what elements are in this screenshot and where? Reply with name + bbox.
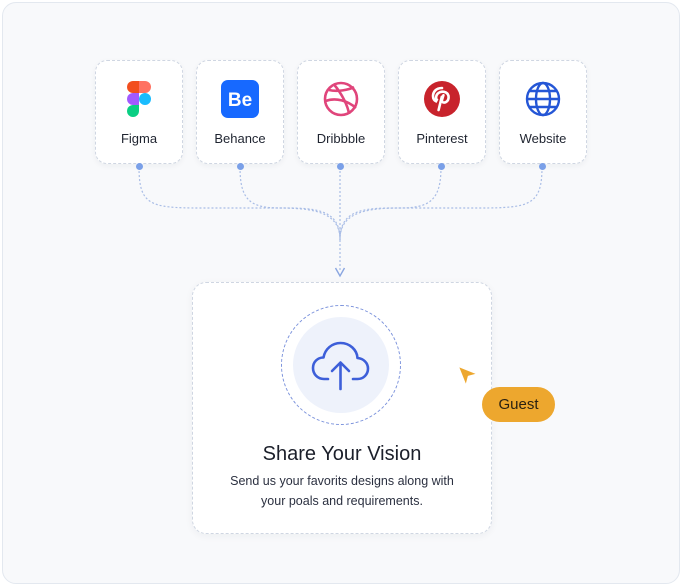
source-label: Pinterest bbox=[416, 131, 468, 146]
source-label: Dribbble bbox=[316, 131, 366, 146]
connector-dot bbox=[437, 163, 445, 170]
source-card-pinterest[interactable]: Pinterest bbox=[398, 60, 486, 164]
upload-ring bbox=[281, 305, 401, 425]
pinterest-icon bbox=[424, 81, 460, 117]
upload-dropzone[interactable]: Share Your Vision Send us your favorits … bbox=[192, 282, 492, 534]
connector-dot bbox=[236, 163, 244, 170]
connector-dot bbox=[135, 163, 143, 170]
cloud-upload-icon bbox=[311, 341, 370, 391]
source-card-behance[interactable]: Be Behance bbox=[196, 60, 284, 164]
figma-icon bbox=[127, 81, 151, 117]
guest-badge: Guest bbox=[482, 387, 555, 422]
source-card-figma[interactable]: Figma bbox=[95, 60, 183, 164]
connector-lines bbox=[138, 166, 543, 278]
source-label: Figma bbox=[120, 131, 158, 146]
upload-button[interactable] bbox=[293, 317, 389, 413]
upload-title: Share Your Vision bbox=[262, 443, 422, 465]
source-card-website[interactable]: Website bbox=[499, 60, 587, 164]
upload-description: Send us your favorits designs along with… bbox=[230, 474, 454, 508]
source-label: Behance bbox=[214, 131, 266, 146]
behance-icon: Be bbox=[221, 80, 259, 118]
globe-icon bbox=[525, 81, 561, 117]
connector-dot bbox=[538, 163, 546, 170]
dribbble-icon bbox=[323, 81, 359, 117]
source-label: Website bbox=[519, 131, 567, 146]
source-card-dribbble[interactable]: Dribbble bbox=[297, 60, 385, 164]
cursor-arrow-icon bbox=[457, 365, 479, 387]
connector-dot bbox=[336, 163, 344, 170]
svg-text:Be: Be bbox=[228, 90, 252, 111]
